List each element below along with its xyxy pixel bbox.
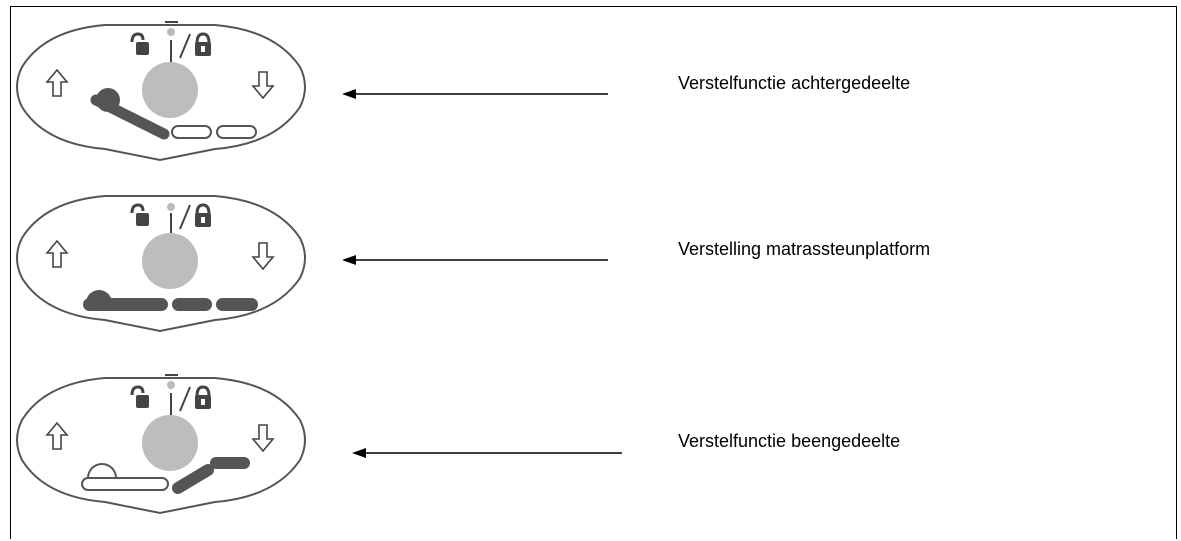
label-back-adjustment: Verstelfunctie achtergedeelte <box>678 73 911 93</box>
selector-indicator-dot <box>167 381 175 389</box>
bed-sections-indicator <box>81 457 250 494</box>
selector-slash <box>179 386 191 412</box>
arrow-down-icon[interactable] <box>251 424 275 453</box>
label-platform-adjustment: Verstelling matrassteunplatform <box>678 239 931 259</box>
padlock-closed-icon <box>195 203 211 227</box>
selector-slash <box>179 204 191 230</box>
control-panel-graphic <box>16 374 306 515</box>
pointer-arrow <box>342 255 608 265</box>
control-panel-back <box>10 12 310 162</box>
pointer-arrow <box>342 89 608 99</box>
pointer-arrow <box>352 448 622 458</box>
control-panel-graphic <box>16 21 306 162</box>
padlock-closed-icon <box>195 32 211 56</box>
diagram-frame <box>10 6 1177 539</box>
padlock-open-icon <box>130 32 149 55</box>
arrow-up-icon[interactable] <box>45 239 69 268</box>
bed-sections-indicator <box>90 88 257 140</box>
label-leg-adjustment: Verstelfunctie beengedeelte <box>678 431 901 451</box>
arrow-up-icon[interactable] <box>45 421 69 450</box>
padlock-closed-icon <box>195 385 211 409</box>
arrow-up-icon[interactable] <box>45 68 69 97</box>
selector-indicator-dot <box>167 203 175 211</box>
control-panel-graphic <box>16 195 306 333</box>
padlock-open-icon <box>130 203 149 226</box>
selector-knob[interactable] <box>142 415 198 471</box>
selector-indicator-dot <box>167 28 175 36</box>
bed-sections-indicator <box>83 290 258 311</box>
selector-slash <box>179 33 191 59</box>
selector-knob[interactable] <box>142 233 198 289</box>
selector-knob[interactable] <box>142 62 198 118</box>
padlock-open-icon <box>130 385 149 408</box>
control-panel-platform <box>10 183 310 333</box>
arrow-down-icon[interactable] <box>251 71 275 100</box>
arrow-down-icon[interactable] <box>251 242 275 271</box>
control-panel-leg <box>10 365 310 515</box>
